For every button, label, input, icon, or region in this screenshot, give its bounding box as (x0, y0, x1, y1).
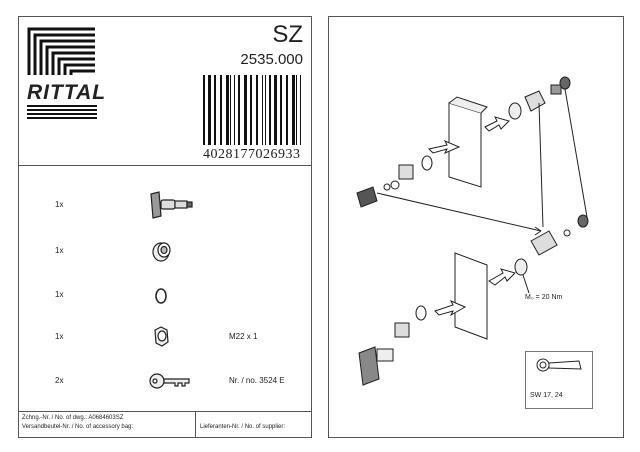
drawing-number: Zchng.-Nr. / No. of dwg.: A0684603SZ (22, 415, 124, 421)
wrench-size-label: SW 17, 24 (530, 392, 563, 399)
assembly-drawing-panel: M₀ = 20 Nm SW 17, 24 (328, 16, 624, 438)
part-quantity: 1x (55, 332, 64, 341)
accessory-bag-number: Versandbeutel-Nr. / No. of accessory bag… (22, 424, 134, 430)
part-number: 2535.000 (240, 51, 303, 68)
title-block: Zchng.-Nr. / No. of dwg.: A0684603SZ Ver… (19, 411, 311, 438)
list-item: 1x M22 x 1 (19, 322, 311, 352)
part-quantity: 2x (55, 376, 64, 385)
cutout-arrow-upper (428, 140, 461, 154)
list-item: 1x (19, 236, 311, 266)
o-ring-icon (155, 288, 167, 304)
barcode-icon (203, 75, 301, 145)
logo-underline-icon (27, 105, 97, 119)
nut-icon (154, 326, 169, 347)
parts-list: 1x 1x 1x (19, 165, 311, 412)
door-panel-lower (454, 252, 488, 340)
rittal-logo-text: RITTAL (27, 81, 107, 104)
list-item: 1x (19, 190, 311, 220)
cutout-arrow-lower-b (488, 268, 516, 286)
exploded-assembly-diagram (356, 76, 589, 386)
part-quantity: 1x (55, 200, 64, 209)
supplier-number: Lieferanten-Nr. / No. of supplier: (200, 424, 286, 430)
part-note: M22 x 1 (229, 332, 258, 341)
drawing-info-cell: Zchng.-Nr. / No. of dwg.: A0684603SZ Ver… (19, 412, 196, 438)
torque-label: M₀ = 20 Nm (525, 294, 563, 301)
model-code: SZ (272, 21, 303, 48)
t-handle-insert-icon (150, 191, 193, 219)
supplier-info-cell: Lieferanten-Nr. / No. of supplier: (197, 412, 311, 438)
cutout-arrow-upper-b (484, 116, 510, 132)
upper-cylinder-group (508, 76, 571, 120)
part-note: Nr. / no. 3524 E (229, 376, 285, 385)
rittal-logo-icon (27, 27, 95, 75)
upper-insert-group (356, 155, 433, 208)
key-icon (149, 373, 190, 389)
list-item: 2x Nr. / no. 3524 E (19, 366, 311, 396)
lower-handle-group (358, 305, 427, 386)
part-quantity: 1x (55, 290, 64, 299)
cutout-arrow-lower (434, 300, 467, 317)
wrench-size-box: SW 17, 24 (525, 351, 593, 409)
wrench-icon (536, 358, 582, 372)
cylinder-bushing-icon (152, 242, 171, 262)
parts-sheet-panel: RITTAL SZ 2535.000 4028177026933 1x 1x (18, 16, 312, 438)
list-item: 1x (19, 280, 311, 310)
ean-number: 4028177026933 (203, 147, 301, 162)
part-quantity: 1x (55, 246, 64, 255)
